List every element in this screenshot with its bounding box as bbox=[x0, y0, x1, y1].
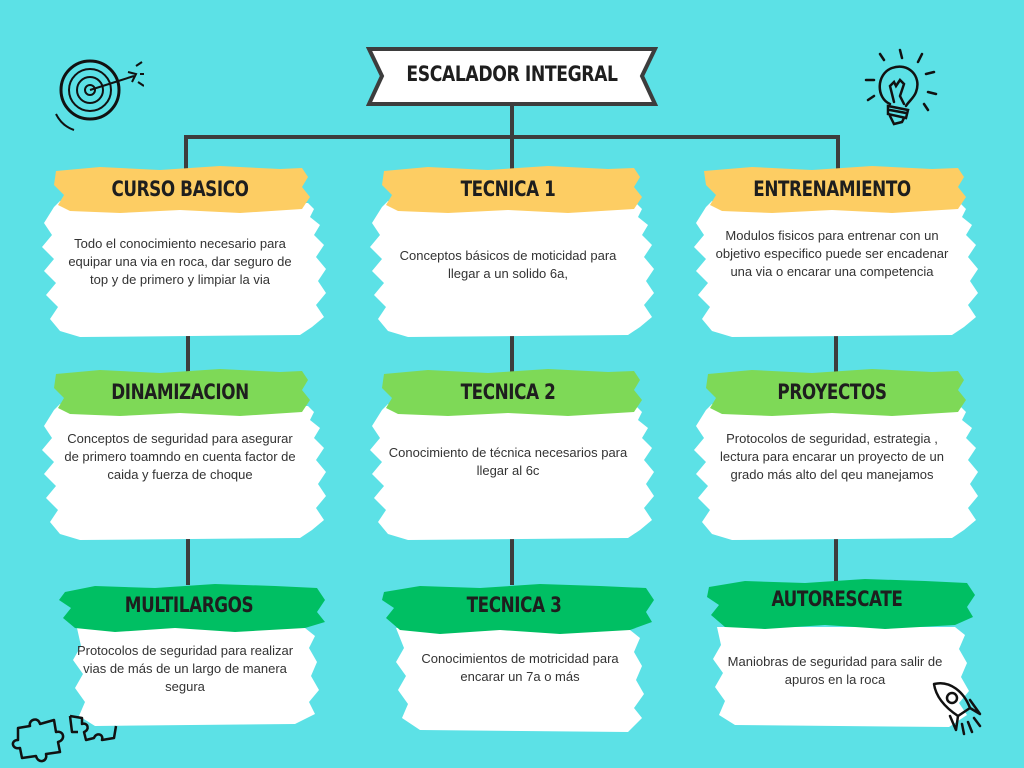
card-entrenamiento: ENTRENAMIENTO Modulos fisicos para entre… bbox=[692, 165, 978, 340]
card-curso-basico: CURSO BASICO Todo el conocimiento necesa… bbox=[40, 165, 326, 340]
card-description: Conocimiento de técnica necesarios para … bbox=[388, 445, 628, 478]
card-title: AUTORESCATE bbox=[771, 587, 903, 611]
card-title: CURSO BASICO bbox=[111, 177, 249, 201]
card-description: Protocolos de seguridad para realizar vi… bbox=[76, 643, 294, 694]
connector-col2-row12 bbox=[510, 335, 514, 375]
card-tecnica-3: TECNICA 3 Conocimientos de motricidad pa… bbox=[380, 578, 660, 743]
puzzle-pieces-icon bbox=[11, 714, 118, 763]
brush-background bbox=[694, 369, 978, 540]
connector-col3-drop bbox=[836, 135, 840, 175]
connector-col1-row23 bbox=[186, 535, 190, 585]
lightbulb-icon bbox=[864, 48, 938, 126]
title-banner: ESCALADOR INTEGRAL bbox=[366, 46, 658, 108]
brush-background bbox=[42, 369, 326, 540]
brush-background bbox=[42, 166, 326, 337]
brush-background bbox=[370, 369, 654, 540]
connector-title-stem bbox=[510, 106, 514, 136]
card-title: ENTRENAMIENTO bbox=[753, 177, 911, 201]
card-title: PROYECTOS bbox=[777, 380, 887, 404]
card-tecnica-1: TECNICA 1 Conceptos básicos de moticidad… bbox=[368, 165, 654, 340]
page-title: ESCALADOR INTEGRAL bbox=[406, 62, 618, 86]
card-autorescate: AUTORESCATE Maniobras de seguridad para … bbox=[705, 575, 985, 740]
connector-col2-drop bbox=[510, 135, 514, 175]
connector-col3-row23 bbox=[834, 535, 838, 585]
card-tecnica-2: TECNICA 2 Conocimiento de técnica necesa… bbox=[368, 368, 654, 543]
ribbon-shape bbox=[366, 47, 658, 106]
brush-background bbox=[370, 166, 654, 337]
brush-background bbox=[59, 584, 325, 726]
card-description: Maniobras de seguridad para salir de apu… bbox=[727, 654, 943, 687]
rocket-icon bbox=[932, 681, 982, 736]
card-multilargos: MULTILARGOS Protocolos de seguridad para… bbox=[55, 578, 335, 738]
card-proyectos: PROYECTOS Protocolos de seguridad, estra… bbox=[692, 368, 978, 543]
connector-col2-row23 bbox=[510, 535, 514, 585]
brush-background bbox=[382, 584, 654, 732]
card-description: Protocolos de seguridad, estrategia , le… bbox=[719, 431, 945, 482]
connector-col1-row12 bbox=[186, 335, 190, 375]
connector-col3-row12 bbox=[834, 335, 838, 375]
card-title: MULTILARGOS bbox=[124, 593, 254, 617]
card-dinamizacion: DINAMIZACION Conceptos de seguridad para… bbox=[40, 368, 326, 543]
card-description: Conocimientos de motricidad para encarar… bbox=[421, 651, 619, 684]
card-title: TECNICA 2 bbox=[460, 380, 556, 404]
card-title: DINAMIZACION bbox=[111, 380, 249, 404]
card-title: TECNICA 1 bbox=[460, 177, 556, 201]
card-description: Todo el conocimiento necesario para equi… bbox=[68, 236, 292, 287]
brush-background bbox=[694, 166, 978, 337]
brush-background bbox=[707, 579, 975, 727]
card-title: TECNICA 3 bbox=[466, 593, 562, 617]
connector-col1-drop bbox=[184, 135, 188, 175]
card-description: Modulos fisicos para entrenar con un obj… bbox=[715, 228, 949, 279]
card-description: Conceptos básicos de moticidad para lleg… bbox=[399, 248, 617, 281]
card-description: Conceptos de seguridad para asegurar de … bbox=[64, 431, 296, 482]
target-arrow-icon bbox=[55, 59, 144, 131]
